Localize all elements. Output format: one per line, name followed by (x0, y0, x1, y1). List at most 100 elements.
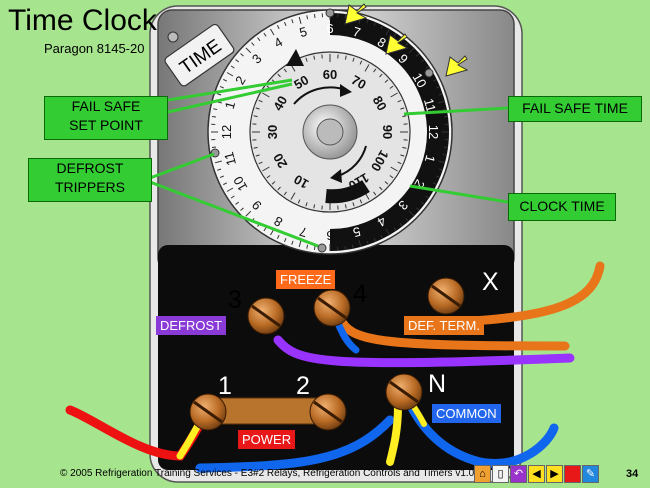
terminal-label-1: 1 (218, 372, 232, 400)
dial-tick (436, 85, 441, 89)
dial-tick (380, 234, 384, 239)
inner-tick (400, 107, 405, 110)
dial-tick (240, 53, 244, 57)
night-band (329, 13, 450, 251)
inner-tick (344, 55, 347, 60)
inner-tick (344, 204, 347, 209)
dial-tick (291, 19, 294, 24)
inner-tick (359, 199, 363, 204)
fail-safe-number: 20 (270, 151, 290, 171)
tripper-pin[interactable] (325, 8, 335, 18)
terminal-screws (189, 277, 465, 431)
inner-tick (400, 154, 405, 157)
dial-tick (438, 100, 446, 104)
dial-tick (420, 201, 425, 205)
inner-tick (297, 199, 301, 204)
hour-number: 10 (410, 70, 430, 90)
dial-tick (298, 240, 302, 248)
inner-tick (271, 181, 276, 185)
dial-tick (298, 16, 302, 24)
home-icon: ⌂ (479, 468, 486, 480)
terminal-screw-x[interactable] (427, 277, 465, 315)
callout-clock-time: CLOCK TIME (508, 193, 616, 221)
mount-screw (167, 31, 179, 43)
inner-tick (352, 57, 355, 62)
terminal-label-3: 3 (228, 286, 242, 314)
hour-number: 7 (351, 24, 362, 40)
dial-ticks (211, 13, 449, 251)
pen-button[interactable]: ✎ (582, 465, 599, 483)
inner-tick (253, 146, 258, 149)
dial-tick (408, 47, 415, 54)
hour-number: 12 (426, 125, 441, 139)
inner-tick (389, 85, 394, 89)
inner-ticks (252, 54, 408, 210)
page-button[interactable]: ▯ (492, 465, 509, 483)
return-button[interactable]: ↶ (510, 465, 527, 483)
fail-safe-number: 10 (291, 172, 311, 192)
tripper-pin[interactable] (424, 68, 434, 78)
inner-tick (305, 202, 308, 207)
dial-tick (425, 65, 430, 69)
dial-tick (226, 187, 234, 192)
footer-copyright: © 2005 Refrigeration Training Services -… (60, 468, 475, 479)
dial-tick (226, 72, 234, 77)
tripper-pin[interactable] (317, 243, 327, 253)
dial-tick (230, 195, 235, 199)
back-button[interactable]: ◀ (528, 465, 545, 483)
hour-number: 1 (422, 153, 438, 164)
home-button[interactable]: ⌂ (474, 465, 491, 483)
highlight-arrows (344, 3, 469, 77)
dial-tick (442, 153, 447, 156)
inner-tick (384, 79, 389, 83)
dial-tick (313, 13, 316, 19)
dial-tick (408, 210, 415, 217)
dial-tick (438, 93, 443, 96)
inner-tick (262, 92, 270, 98)
arrow-head-icon (330, 169, 342, 183)
inner-tick (255, 154, 260, 157)
dial-tick (251, 42, 255, 46)
inner-tick (359, 60, 363, 65)
dial-tick (263, 32, 267, 37)
dial-tick (385, 28, 390, 36)
fail-safe-number: 70 (349, 72, 369, 92)
dial-tick (313, 245, 316, 251)
terminal-label-x: X (482, 268, 499, 296)
dial-tick (245, 47, 252, 54)
fail-safe-number: 50 (291, 72, 311, 92)
inner-tick (266, 175, 271, 179)
terminal-screw-2[interactable] (309, 393, 347, 431)
forward-icon: ▶ (550, 468, 559, 480)
inner-tick (253, 115, 258, 118)
inner-tick (352, 202, 355, 207)
hour-number: 10 (230, 174, 250, 194)
inner-tick (384, 181, 389, 185)
dial-tick (399, 222, 403, 227)
dial-tick (405, 42, 409, 46)
dial-tick (223, 78, 228, 82)
terminal-screw-n[interactable] (385, 373, 423, 411)
dial-tick (283, 21, 287, 26)
inner-tick (277, 186, 281, 191)
set-point-pointer (286, 49, 304, 66)
dial-tick (344, 13, 347, 19)
inner-tick (305, 57, 308, 62)
terminal-screw-1[interactable] (189, 393, 227, 431)
inner-tick (402, 115, 407, 118)
inner-tick (255, 107, 260, 110)
dial-tick (219, 85, 224, 89)
terminal-screw-3[interactable] (247, 297, 285, 335)
terminal-label-2: 2 (296, 372, 310, 400)
inner-tick (402, 146, 407, 149)
dial-tick (438, 160, 446, 164)
inner-tick (277, 73, 281, 78)
dial-tick (219, 175, 224, 179)
dial-tick (420, 59, 425, 63)
dial-tick (291, 240, 294, 245)
terminal-screw-4[interactable] (313, 289, 351, 327)
dial-tick (436, 175, 441, 179)
stop-button[interactable] (564, 465, 581, 483)
forward-button[interactable]: ▶ (546, 465, 563, 483)
